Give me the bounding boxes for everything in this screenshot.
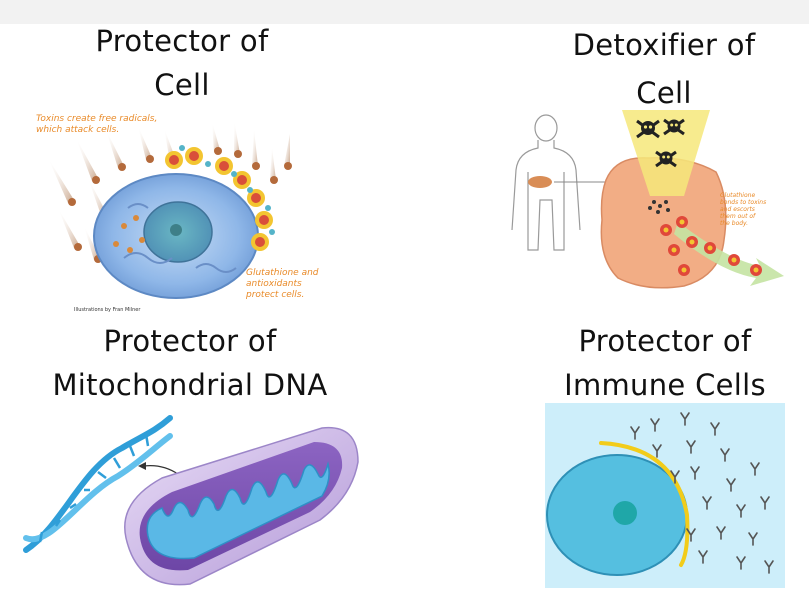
note-toxins-line2: which attack cells. bbox=[36, 125, 120, 135]
mito-illustration-svg bbox=[23, 415, 359, 586]
note-glutathione-line3: protect cells. bbox=[246, 290, 305, 300]
title-immune-line2: Immune Cells bbox=[564, 368, 766, 402]
detox-illustration: Glutathione bonds to toxins and escorts … bbox=[498, 110, 798, 300]
glutathione-drops bbox=[660, 216, 762, 276]
title-mito-line1: Protector of bbox=[103, 324, 277, 358]
title-detox-line2: Cell bbox=[636, 76, 692, 110]
dna-helix bbox=[23, 415, 173, 553]
liver bbox=[528, 176, 552, 188]
note-detox-line5: the body. bbox=[720, 220, 749, 227]
antibody-icons bbox=[630, 412, 774, 574]
title-cell-line2: Cell bbox=[154, 68, 210, 102]
note-detox: Glutathione bonds to toxins and escorts … bbox=[720, 192, 766, 227]
note-glutathione-line1: Glutathione and bbox=[246, 268, 319, 278]
mitochondrion-cristae bbox=[146, 461, 330, 560]
immune-illustration bbox=[545, 403, 785, 588]
illustration-credit: Illustrations by Fran Milner bbox=[74, 307, 141, 313]
immune-illustration-svg bbox=[545, 403, 785, 588]
title-immune-line1: Protector of bbox=[578, 324, 752, 358]
top-bar bbox=[0, 0, 809, 24]
glutathione-molecules bbox=[165, 147, 273, 251]
glutathione-shield bbox=[599, 441, 690, 567]
title-detox-line1: Detoxifier of bbox=[572, 28, 756, 62]
cell-illustration-svg bbox=[48, 120, 292, 299]
note-detox-line4: them out of bbox=[720, 213, 756, 220]
note-glutathione-line2: antioxidants bbox=[246, 279, 302, 289]
note-detox-line2: bonds to toxins bbox=[720, 199, 767, 206]
note-detox-line1: Glutathione bbox=[720, 192, 756, 199]
nucleolus bbox=[170, 224, 182, 236]
note-toxins: Toxins create free radicals, which attac… bbox=[36, 114, 157, 136]
cell-illustration: Toxins create free radicals, which attac… bbox=[28, 108, 338, 318]
detox-illustration-svg bbox=[511, 110, 784, 289]
note-toxins-line1: Toxins create free radicals, bbox=[36, 114, 158, 124]
toxin-cluster bbox=[648, 200, 670, 214]
human-outline bbox=[511, 114, 581, 251]
title-cell-line1: Protector of bbox=[95, 24, 269, 58]
skull-icons bbox=[636, 118, 685, 168]
mito-illustration bbox=[22, 408, 362, 593]
note-detox-line3: and escorts bbox=[720, 206, 755, 213]
title-mito-line2: Mitochondrial DNA bbox=[52, 368, 328, 402]
immune-cell-nucleus bbox=[613, 501, 637, 525]
note-glutathione: Glutathione and antioxidants protect cel… bbox=[246, 268, 319, 301]
